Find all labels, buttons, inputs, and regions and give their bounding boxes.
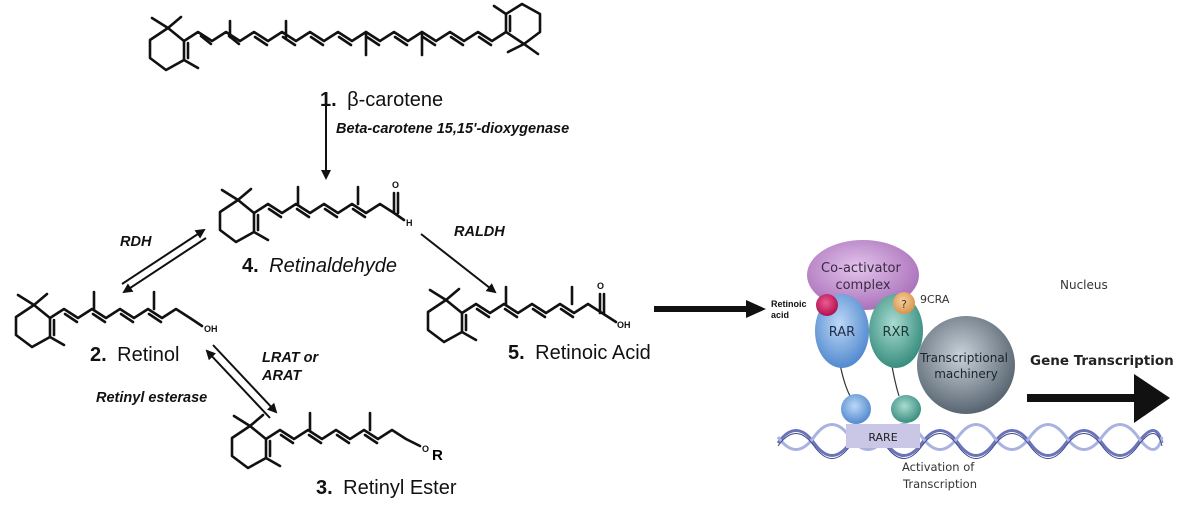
machinery-label: Transcriptional machinery (919, 351, 1012, 381)
gene-transcription-arrow-head (1134, 374, 1170, 423)
coactivator-label: Co-activator complex (821, 261, 905, 293)
retinyl-ester-label: 3. Retinyl Ester (316, 477, 457, 499)
activation-label: Activation of Transcription (902, 460, 978, 491)
coactivator-complex (807, 240, 919, 310)
enzyme-raldh-label: RALDH (454, 224, 505, 240)
retinyl-ester-oxygen: O (422, 444, 429, 454)
retinyl-ester-r-group: R (432, 447, 443, 464)
retinoic-acid-structure (426, 285, 618, 344)
retinaldehyde-label: 4. Retinaldehyde (242, 255, 397, 277)
enzyme-rdh-label: RDH (120, 234, 152, 250)
retinaldehyde-structure (218, 185, 406, 244)
retinyl-ester-structure (230, 411, 422, 470)
rare-label: RARE (868, 431, 897, 444)
enzyme-lrat-label: LRAT or ARAT (261, 350, 322, 384)
equilibrium-arrows-lrat (205, 344, 278, 419)
ninecra-ligand (893, 292, 915, 314)
retinoic-acid-oh: OH (617, 320, 631, 330)
rxr-dna-binding-domain (891, 395, 921, 423)
transcriptional-machinery (917, 316, 1015, 414)
retinoic-acid-pointer-label: Retinoic acid (771, 299, 809, 320)
gene-transcription-label: Gene Transcription (1030, 353, 1174, 369)
gene-transcription-arrow-shaft (1027, 394, 1139, 402)
ninecra-label: 9CRA (920, 293, 950, 306)
nucleus-panel: Nucleus RARE Co-activator complex RAR RX… (771, 240, 1174, 491)
rare-element (846, 424, 920, 448)
enzyme-esterase-label: Retinyl esterase (96, 390, 207, 406)
retinol-oh: OH (204, 324, 218, 334)
equilibrium-arrows-rdh (121, 228, 207, 294)
dna-helix (776, 423, 1164, 459)
arrow-retinaldehyde-to-retinoic-acid (420, 233, 497, 294)
retinol-label: 2. Retinol (90, 344, 179, 366)
arrow-to-nucleus-head (746, 300, 766, 318)
retinoic-acid-label: 5. Retinoic Acid (508, 342, 651, 364)
retinol-structure (14, 290, 204, 349)
beta-carotene-label: 1. β-carotene (320, 89, 443, 111)
retinaldehyde-oxygen: O (392, 180, 399, 190)
beta-carotene-structure (148, 2, 542, 72)
retinoic-acid-oxygen: O (597, 281, 604, 291)
rar-label: RAR (829, 325, 855, 340)
rxr-label: RXR (883, 325, 910, 340)
retinaldehyde-hydrogen: H (406, 218, 413, 228)
rar-dna-binding-domain (841, 394, 871, 424)
retinoic-acid-ligand (816, 294, 838, 316)
nucleus-label: Nucleus (1060, 278, 1108, 292)
enzyme-bcmo-label: Beta-carotene 15,15'-dioxygenase (336, 121, 569, 137)
unknown-ligand-mark: ? (901, 298, 907, 311)
